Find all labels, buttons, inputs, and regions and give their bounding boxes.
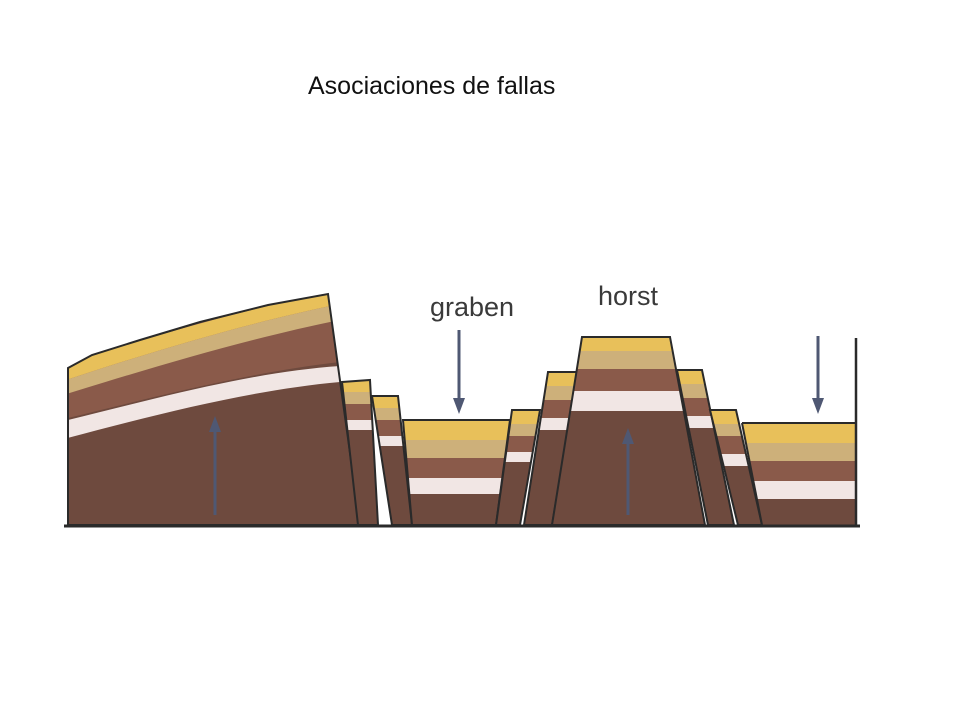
tan-layer (68, 304, 340, 396)
horst-block (550, 336, 707, 526)
down-arrow-graben (453, 330, 465, 414)
slide-title: Asociaciones de fallas (308, 72, 556, 100)
up-arrow-left (209, 416, 221, 515)
graben-block (401, 419, 512, 526)
graben-label: graben (430, 292, 514, 322)
right-block (741, 422, 856, 526)
horst-label: horst (598, 281, 659, 311)
yellow-layer (68, 294, 340, 382)
up-arrow-horst (622, 428, 634, 515)
down-arrow-right (812, 336, 824, 414)
white-band (68, 366, 340, 440)
